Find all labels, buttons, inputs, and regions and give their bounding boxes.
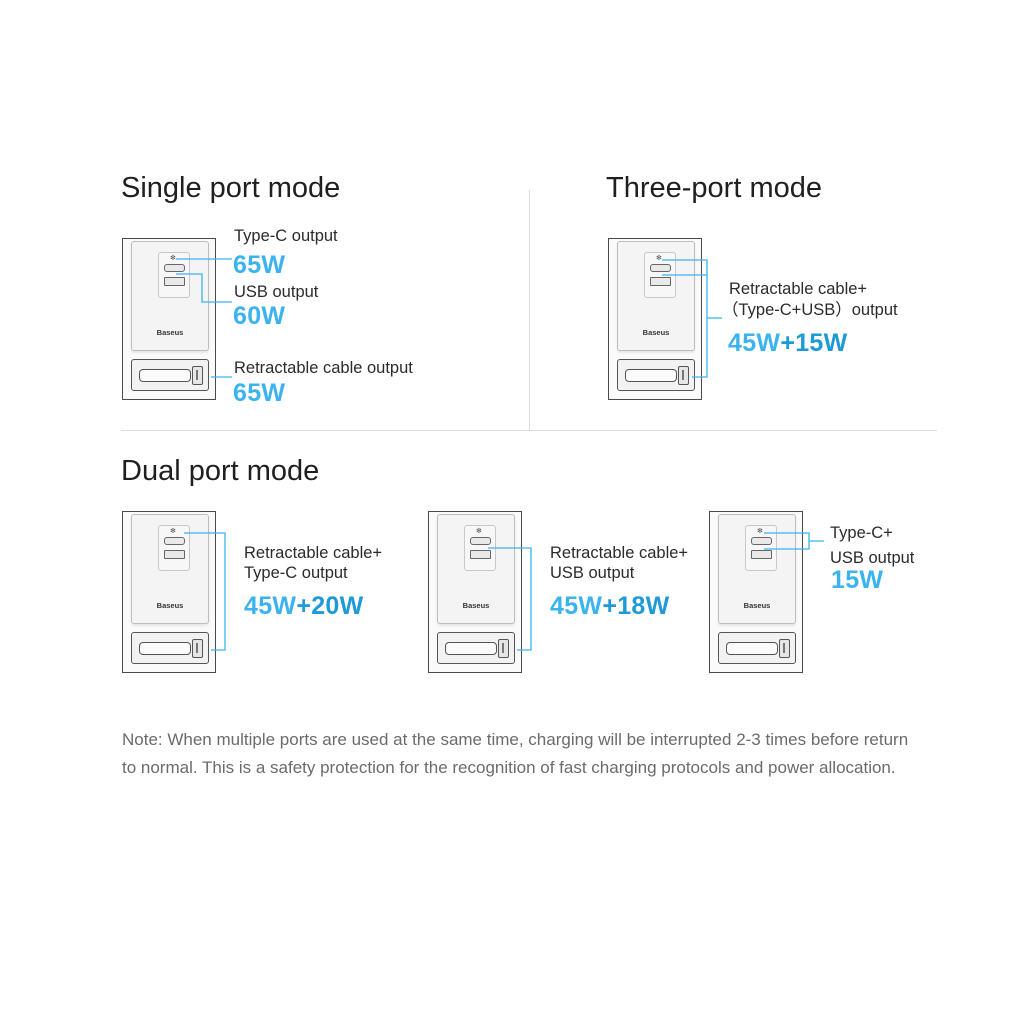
retractable-cable bbox=[625, 369, 677, 382]
brand-logo: Baseus bbox=[156, 601, 184, 610]
device-panel: ✻ Baseus bbox=[131, 241, 209, 351]
single-usb-label: USB output bbox=[234, 283, 319, 301]
port-box: ✻ bbox=[158, 525, 190, 571]
watt-plus: + bbox=[780, 329, 796, 357]
usb-port bbox=[650, 277, 671, 286]
watt-value: 60W bbox=[233, 302, 286, 330]
retractable-cable bbox=[445, 642, 497, 655]
dual2-watt: 45W+18W bbox=[550, 592, 670, 621]
retractable-cable bbox=[139, 642, 191, 655]
dual3-label-line2: USB output bbox=[830, 549, 915, 567]
device-panel: ✻ Baseus bbox=[617, 241, 695, 351]
device-panel: ✻ Baseus bbox=[718, 514, 796, 624]
single-typec-label: Type-C output bbox=[234, 227, 338, 245]
dual2-label-line1: Retractable cable+ bbox=[550, 544, 689, 562]
port-box: ✻ bbox=[464, 525, 496, 571]
three-label-line1: Retractable cable+ bbox=[729, 280, 868, 298]
three-port-title: Three-port mode bbox=[606, 172, 822, 204]
port-box: ✻ bbox=[644, 252, 676, 298]
cable-tray bbox=[718, 632, 796, 664]
type-c-port bbox=[164, 537, 185, 545]
safety-note: Note: When multiple ports are used at th… bbox=[122, 730, 909, 777]
type-c-port bbox=[164, 264, 185, 272]
device-panel: ✻ Baseus bbox=[437, 514, 515, 624]
charger-device-dual-3: ✻ Baseus bbox=[709, 511, 803, 673]
horizontal-divider bbox=[121, 430, 937, 431]
brand-logo: Baseus bbox=[462, 601, 490, 610]
charger-device-three: ✻ Baseus bbox=[608, 238, 702, 400]
cable-connector bbox=[192, 366, 203, 385]
dual3-watt: 15W bbox=[831, 566, 883, 595]
single-cable-label: Retractable cable output bbox=[234, 359, 413, 377]
single-typec-watt: 65W bbox=[233, 251, 285, 280]
dual1-watt: 45W+20W bbox=[244, 592, 364, 621]
dual1-label-line1: Retractable cable+ bbox=[244, 544, 383, 562]
watt-value: 65W bbox=[233, 251, 286, 279]
watt-value-b: 15W bbox=[795, 329, 848, 357]
type-c-port bbox=[751, 537, 772, 545]
dual2-label-line2: USB output bbox=[550, 564, 635, 582]
cable-tray bbox=[617, 359, 695, 391]
port-box: ✻ bbox=[158, 252, 190, 298]
cable-connector bbox=[779, 639, 790, 658]
vertical-divider bbox=[529, 190, 530, 430]
usb-port bbox=[164, 277, 185, 286]
snowflake-icon: ✻ bbox=[757, 528, 763, 535]
charger-device-dual-2: ✻ Baseus bbox=[428, 511, 522, 673]
watt-value-a: 45W bbox=[244, 592, 297, 620]
three-label-line2: （Type-C+USB）output bbox=[722, 301, 898, 319]
usb-port bbox=[751, 550, 772, 559]
charger-device-dual-1: ✻ Baseus bbox=[122, 511, 216, 673]
watt-value: 65W bbox=[233, 379, 286, 407]
watt-value-a: 45W bbox=[728, 329, 781, 357]
snowflake-icon: ✻ bbox=[170, 528, 176, 535]
dual3-label-line1: Type-C+ bbox=[830, 524, 893, 542]
type-c-port bbox=[650, 264, 671, 272]
snowflake-icon: ✻ bbox=[476, 528, 482, 535]
single-cable-watt: 65W bbox=[233, 379, 285, 408]
single-usb-watt: 60W bbox=[233, 302, 285, 331]
watt-value: 15W bbox=[831, 566, 884, 594]
cable-connector bbox=[678, 366, 689, 385]
usb-port bbox=[164, 550, 185, 559]
watt-plus: + bbox=[602, 592, 618, 620]
brand-logo: Baseus bbox=[642, 328, 670, 337]
cable-tray bbox=[131, 359, 209, 391]
device-panel: ✻ Baseus bbox=[131, 514, 209, 624]
type-c-port bbox=[470, 537, 491, 545]
dual1-label-line2: Type-C output bbox=[244, 564, 348, 582]
single-port-title: Single port mode bbox=[121, 172, 341, 204]
retractable-cable bbox=[726, 642, 778, 655]
three-watt: 45W+15W bbox=[728, 329, 848, 358]
snowflake-icon: ✻ bbox=[656, 255, 662, 262]
port-box: ✻ bbox=[745, 525, 777, 571]
watt-value-b: 18W bbox=[617, 592, 670, 620]
watt-value-b: 20W bbox=[311, 592, 364, 620]
cable-tray bbox=[131, 632, 209, 664]
cable-connector bbox=[498, 639, 509, 658]
watt-plus: + bbox=[296, 592, 312, 620]
snowflake-icon: ✻ bbox=[170, 255, 176, 262]
cable-connector bbox=[192, 639, 203, 658]
cable-tray bbox=[437, 632, 515, 664]
watt-value-a: 45W bbox=[550, 592, 603, 620]
dual-port-title: Dual port mode bbox=[121, 455, 320, 487]
charger-device-single: ✻ Baseus bbox=[122, 238, 216, 400]
brand-logo: Baseus bbox=[156, 328, 184, 337]
brand-logo: Baseus bbox=[743, 601, 771, 610]
retractable-cable bbox=[139, 369, 191, 382]
usb-port bbox=[470, 550, 491, 559]
